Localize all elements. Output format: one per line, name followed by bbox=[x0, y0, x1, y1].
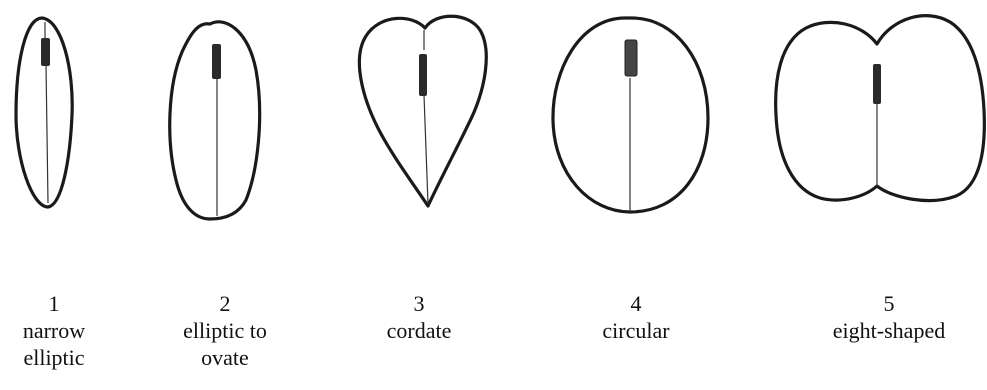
shape-name-line1: narrow bbox=[23, 317, 85, 344]
eight-shaped-shape bbox=[776, 16, 985, 201]
shape-name-line1: circular bbox=[602, 317, 669, 344]
shape-number: 2 bbox=[183, 290, 267, 317]
shape-name-line1: eight-shaped bbox=[833, 317, 945, 344]
elliptic-to-ovate-shape bbox=[170, 22, 260, 219]
shape-label-5: 5 eight-shaped bbox=[833, 290, 945, 344]
shape-label-2: 2 elliptic to ovate bbox=[183, 290, 267, 371]
shape-name-line2: ovate bbox=[183, 344, 267, 371]
shape-name-line1: elliptic to bbox=[183, 317, 267, 344]
shape-number: 4 bbox=[602, 290, 669, 317]
shape-label-1: 1 narrow elliptic bbox=[23, 290, 85, 371]
shape-name-line1: cordate bbox=[387, 317, 452, 344]
cordate-shape bbox=[359, 16, 486, 206]
shape-name-line2: elliptic bbox=[23, 344, 85, 371]
shape-label-4: 4 circular bbox=[602, 290, 669, 344]
narrow-elliptic-shape bbox=[16, 18, 72, 207]
circular-shape bbox=[553, 18, 708, 212]
shape-number: 1 bbox=[23, 290, 85, 317]
shape-number: 3 bbox=[387, 290, 452, 317]
shape-label-3: 3 cordate bbox=[387, 290, 452, 344]
shape-number: 5 bbox=[833, 290, 945, 317]
